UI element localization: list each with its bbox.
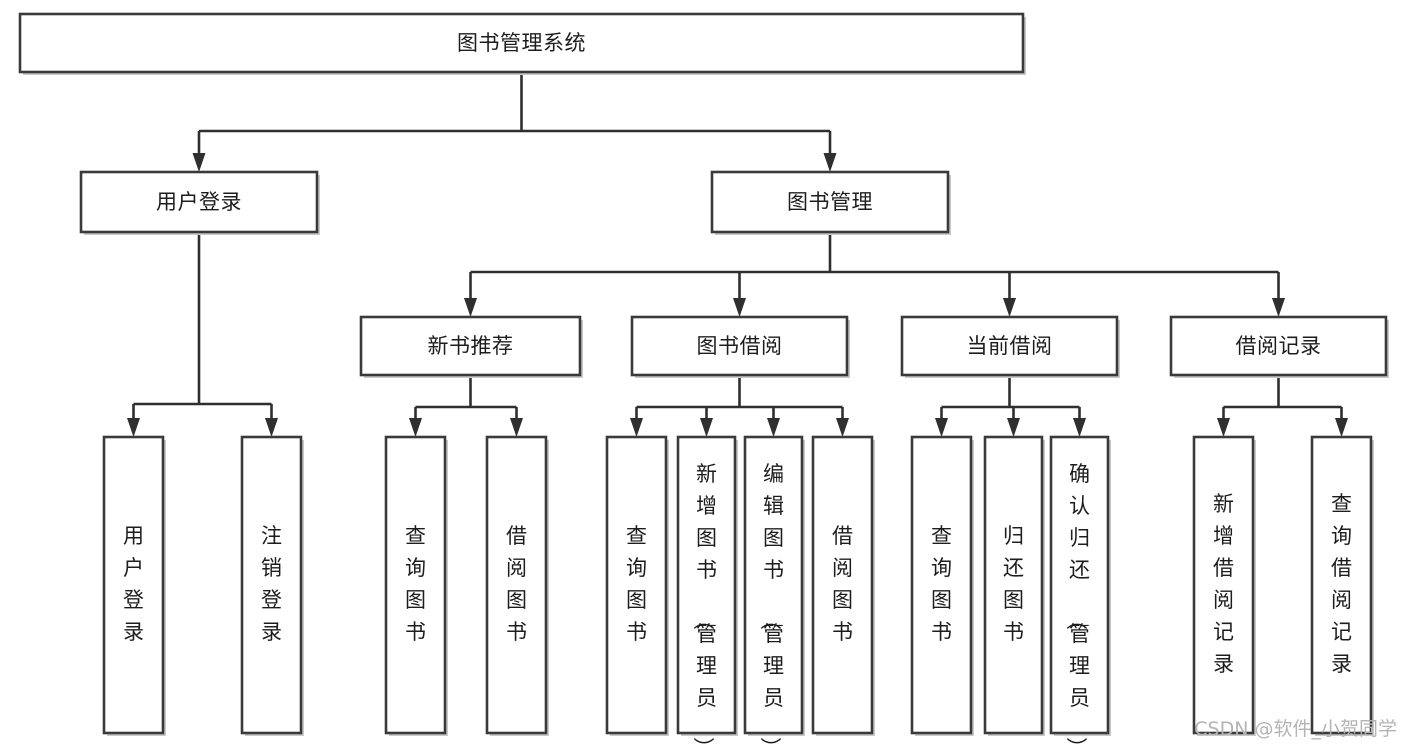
node-leaf-user-login[interactable]: 用户登录 — [102, 435, 166, 736]
node-rect[interactable] — [1049, 435, 1110, 735]
arrow-head-icon — [1217, 418, 1230, 437]
node-label: 编辑图书（管理员） — [758, 462, 784, 747]
node-label: 查询图书 — [405, 524, 426, 644]
node-leaf-query-book-recommend[interactable]: 查询图书 — [384, 435, 448, 736]
node-leaf-add-borrow-record[interactable]: 新增借阅记录 — [1192, 435, 1256, 736]
arrow-head-icon — [1003, 298, 1016, 317]
node-rect[interactable] — [910, 435, 973, 735]
node-label: 查询借阅记录 — [1331, 492, 1352, 676]
node-label: 新书推荐 — [428, 334, 514, 358]
node-rect[interactable] — [384, 435, 447, 735]
arrow-head-icon — [836, 418, 849, 437]
node-borrow-records[interactable]: 借阅记录 — [1169, 315, 1389, 378]
arrow-head-icon — [127, 418, 140, 437]
connector-group-new-book-recommend — [409, 375, 523, 437]
arrow-head-icon — [1073, 418, 1086, 437]
arrow-head-icon — [823, 153, 837, 172]
node-rect[interactable] — [811, 435, 874, 735]
connector-group-book-borrow — [630, 375, 849, 437]
arrow-head-icon — [409, 418, 422, 437]
node-leaf-edit-book-admin[interactable]: 编辑图书（管理员） — [743, 435, 805, 747]
node-label: 当前借阅 — [967, 334, 1053, 358]
arrow-head-icon — [464, 298, 477, 317]
node-label: 注销登录 — [261, 524, 282, 644]
node-new-book-recommend[interactable]: 新书推荐 — [359, 315, 583, 378]
node-leaf-borrow-book-recommend[interactable]: 借阅图书 — [485, 435, 549, 736]
node-user-login[interactable]: 用户登录 — [79, 170, 320, 235]
node-rect[interactable] — [983, 435, 1044, 735]
node-label: 用户登录 — [156, 190, 242, 214]
node-root[interactable]: 图书管理系统 — [18, 12, 1026, 75]
node-layer: 图书管理系统用户登录图书管理新书推荐图书借阅当前借阅借阅记录用户登录注销登录查询… — [18, 12, 1389, 747]
node-rect[interactable] — [485, 435, 548, 735]
connector-group-book-management — [464, 232, 1285, 317]
node-rect[interactable] — [605, 435, 668, 735]
arrow-head-icon — [1272, 298, 1285, 317]
connector-group-current-borrow — [935, 375, 1086, 437]
node-rect[interactable] — [359, 315, 582, 377]
node-rect[interactable] — [630, 315, 849, 377]
watermark-label: CSDN @软件_小贺同学 — [1194, 718, 1397, 740]
connector-group-user-login — [127, 232, 278, 437]
node-label: 确认归还（管理员） — [1064, 462, 1090, 747]
node-rect[interactable] — [1310, 435, 1373, 735]
node-leaf-add-book-admin[interactable]: 新增图书（管理员） — [676, 435, 738, 747]
node-leaf-query-borrow-record[interactable]: 查询借阅记录 — [1310, 435, 1374, 736]
arrow-head-icon — [733, 298, 746, 317]
connector-group-root — [192, 72, 837, 172]
arrow-head-icon — [630, 418, 643, 437]
node-label: 查询图书 — [626, 524, 647, 644]
node-label: 查询图书 — [931, 524, 952, 644]
arrow-head-icon — [265, 418, 278, 437]
node-leaf-confirm-return-admin[interactable]: 确认归还（管理员） — [1049, 435, 1111, 747]
node-rect[interactable] — [1169, 315, 1388, 377]
connector-group-borrow-records — [1217, 375, 1348, 437]
node-current-borrow[interactable]: 当前借阅 — [900, 315, 1120, 378]
node-rect[interactable] — [743, 435, 804, 735]
node-label: 归还图书 — [1003, 524, 1024, 644]
node-rect[interactable] — [676, 435, 737, 735]
node-rect[interactable] — [900, 315, 1119, 377]
arrow-head-icon — [192, 153, 206, 172]
node-leaf-logout[interactable]: 注销登录 — [240, 435, 304, 736]
node-book-borrow[interactable]: 图书借阅 — [630, 315, 850, 378]
node-label: 新增借阅记录 — [1213, 492, 1234, 676]
node-leaf-query-book-current[interactable]: 查询图书 — [910, 435, 974, 736]
node-label: 借阅记录 — [1236, 334, 1322, 358]
arrow-head-icon — [1335, 418, 1348, 437]
arrow-head-icon — [767, 418, 780, 437]
node-rect[interactable] — [240, 435, 303, 735]
node-label: 新增图书（管理员） — [691, 462, 717, 747]
node-book-management[interactable]: 图书管理 — [710, 170, 951, 235]
node-leaf-return-book[interactable]: 归还图书 — [983, 435, 1045, 736]
node-rect[interactable] — [79, 170, 319, 234]
node-label: 图书管理 — [787, 190, 873, 214]
node-label: 图书借阅 — [697, 334, 783, 358]
connector-layer — [127, 72, 1348, 437]
arrow-head-icon — [935, 418, 948, 437]
arrow-head-icon — [1007, 418, 1020, 437]
node-label: 借阅图书 — [506, 524, 527, 644]
arrow-head-icon — [510, 418, 523, 437]
node-leaf-query-book-borrow[interactable]: 查询图书 — [605, 435, 669, 736]
node-rect[interactable] — [18, 12, 1025, 74]
node-label: 图书管理系统 — [457, 31, 586, 55]
node-leaf-borrow-book[interactable]: 借阅图书 — [811, 435, 875, 736]
node-rect[interactable] — [102, 435, 165, 735]
node-label: 用户登录 — [123, 524, 144, 644]
node-rect[interactable] — [1192, 435, 1255, 735]
arrow-head-icon — [700, 418, 713, 437]
node-rect[interactable] — [710, 170, 950, 234]
node-label: 借阅图书 — [832, 524, 853, 644]
